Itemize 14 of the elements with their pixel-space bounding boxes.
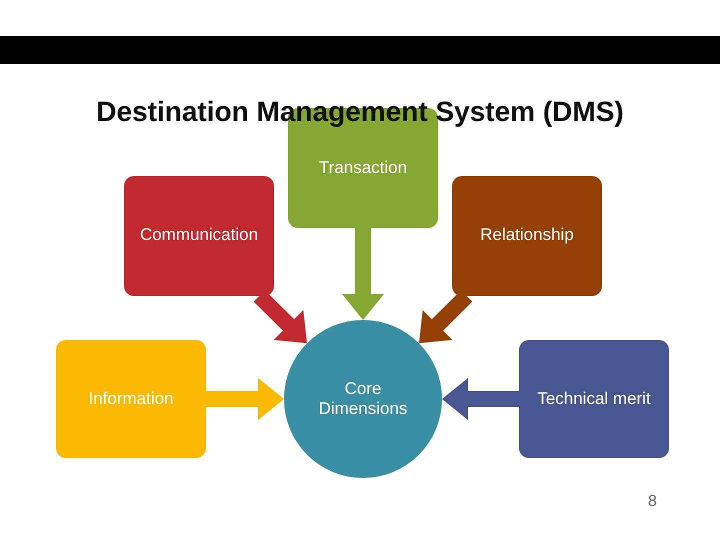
arrow xyxy=(442,378,519,420)
arrow xyxy=(206,378,284,420)
node-label: Communication xyxy=(140,225,258,245)
node-label: Technical merit xyxy=(537,389,651,409)
dimension-box xyxy=(519,340,669,458)
dimension-box xyxy=(124,176,274,296)
node-label: Core Dimensions xyxy=(318,379,408,419)
arrow xyxy=(342,228,384,320)
dimension-box xyxy=(452,176,602,296)
dimension-box xyxy=(56,340,206,458)
node-label: Information xyxy=(88,389,174,409)
node-label: Relationship xyxy=(480,225,574,245)
node-label: Transaction xyxy=(318,158,408,178)
page-number: 8 xyxy=(648,493,657,511)
